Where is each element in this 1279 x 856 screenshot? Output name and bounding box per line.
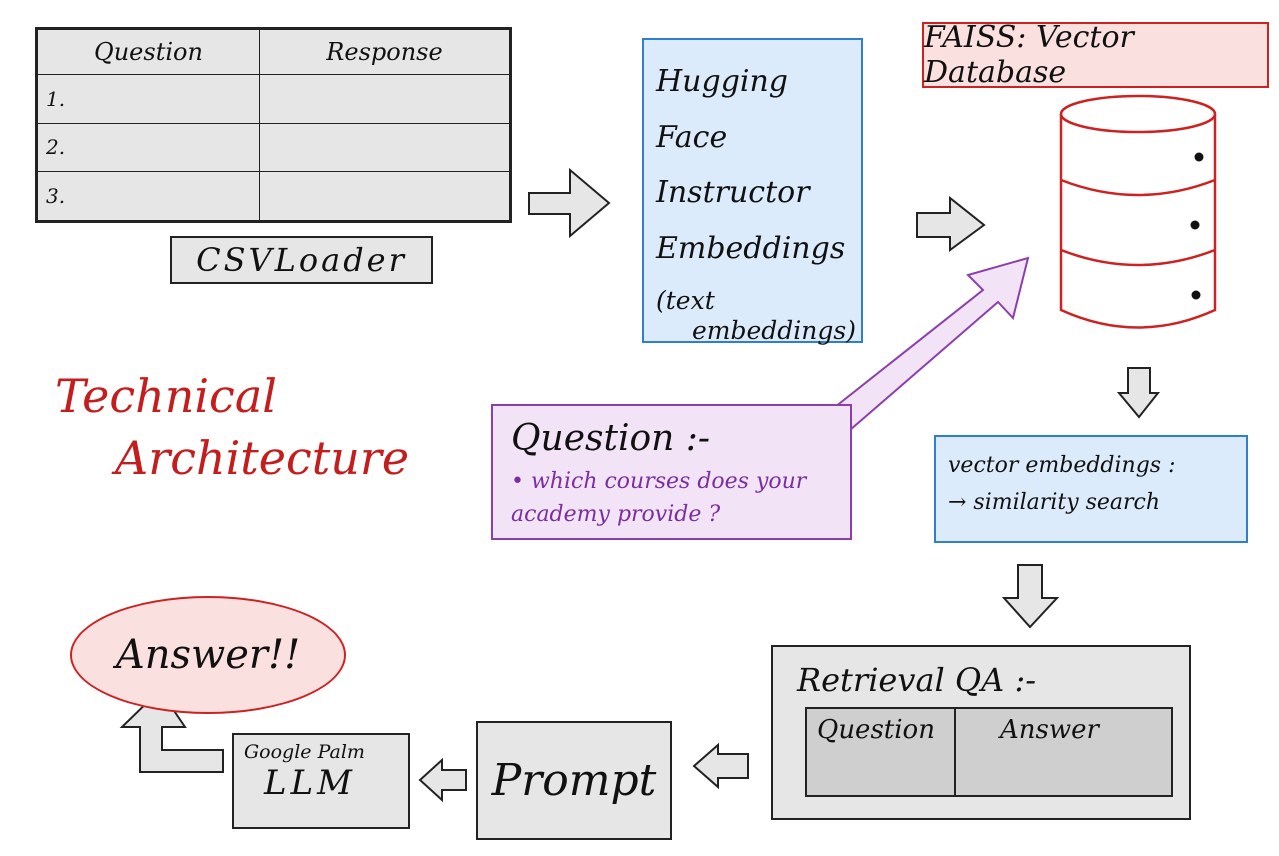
arrow-csv-to-embeddings (528, 167, 611, 239)
vector-database-cylinder-icon (1059, 94, 1217, 329)
title-line-1: Technical (55, 369, 277, 423)
question-box: Question :- • which courses does your ac… (491, 404, 852, 540)
question-text-line-2: academy provide ? (511, 502, 721, 527)
retrieval-column-question: Question (807, 709, 956, 795)
vector-line-2: → similarity search (948, 490, 1161, 516)
response-cell (259, 122, 510, 173)
question-title: Question :- (511, 418, 711, 459)
llm-line-2: LLM (264, 763, 356, 803)
csv-loader-box: CSVLoader (170, 236, 433, 284)
response-cell (259, 74, 510, 124)
hf-note: (text embeddings) (656, 286, 856, 346)
row-number-cell: 2. (37, 122, 260, 173)
retrieval-column-answer: Answer (1000, 715, 1099, 745)
question-text-line-1: • which courses does your (511, 469, 807, 494)
hf-note-line-1: (text (656, 286, 715, 315)
arrow-retrieval-to-prompt (692, 742, 749, 790)
row-number-cell: 3. (37, 171, 260, 221)
hf-line-3: Embeddings (656, 230, 846, 266)
arrow-embeddings-to-faiss (916, 195, 986, 252)
vector-embeddings-box: vector embeddings : → similarity search (934, 435, 1248, 543)
huggingface-embeddings-box: Hugging Face Instructor Embeddings (text… (642, 38, 863, 346)
technical-architecture-title: Technical Architecture (55, 365, 409, 489)
hf-line-2: Instructor (656, 175, 810, 210)
table-row: 2. (37, 122, 510, 173)
answer-oval: Answer!! (70, 596, 346, 714)
table-row: 3. (37, 171, 510, 221)
table-header-row: Question Response (37, 29, 510, 75)
llm-line-1: Google Palm (244, 741, 365, 763)
retrieval-qa-table: Question Answer (805, 707, 1173, 797)
csv-question-response-table: Question Response 1. 2. 3. (35, 27, 512, 223)
vector-line-1: vector embeddings : (948, 453, 1176, 478)
retrieval-qa-box: Retrieval QA :- Question Answer (771, 645, 1191, 820)
arrow-prompt-to-llm (418, 757, 467, 803)
column-header-question: Question (37, 29, 260, 75)
row-number-cell: 1. (37, 74, 260, 124)
arrow-question-to-faiss (833, 256, 1030, 432)
title-line-2: Architecture (115, 431, 410, 486)
google-palm-llm-box: Google Palm LLM (232, 733, 410, 829)
question-text: • which courses does your academy provid… (511, 465, 832, 531)
arrow-faiss-to-vector-search (1116, 367, 1161, 419)
faiss-vector-database-label: FAISS: Vector Database (922, 20, 1269, 90)
column-header-response: Response (259, 29, 510, 75)
table-row: 1. (37, 74, 510, 124)
prompt-box: Prompt (476, 721, 672, 840)
hf-note-line-2: embeddings) (692, 316, 856, 345)
hf-line-1: Hugging Face (656, 64, 789, 155)
arrow-vector-search-to-retrieval (1001, 564, 1060, 629)
response-cell (259, 171, 510, 221)
retrieval-qa-title: Retrieval QA :- (797, 661, 1037, 699)
